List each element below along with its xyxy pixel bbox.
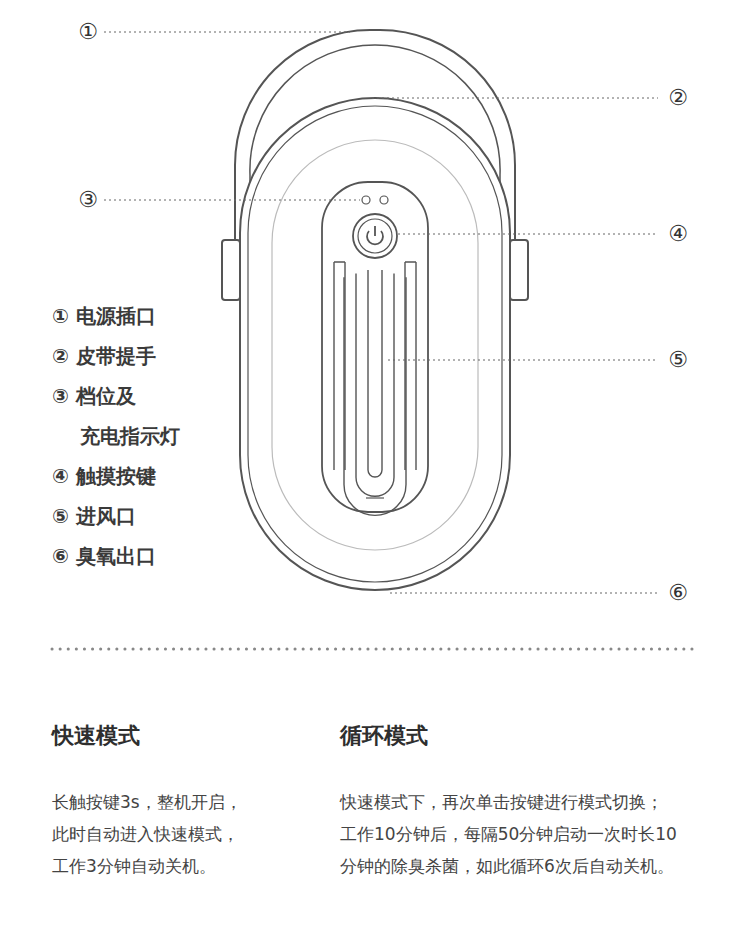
grille-slot	[368, 270, 382, 477]
mode-description: 快速模式下，再次单击按键进行模式切换； 工作10分钟后，每隔50分钟启动一次时长…	[340, 786, 712, 882]
grille-slot	[405, 262, 416, 470]
part-name: ④ 触摸按键	[52, 456, 220, 496]
touch-button-inner	[358, 219, 392, 253]
grille-slot	[356, 274, 394, 497]
air-inlet-grille	[334, 262, 416, 515]
leader-line	[388, 360, 658, 361]
control-panel	[322, 182, 428, 512]
side-knob	[510, 240, 528, 300]
leader-line	[398, 234, 658, 235]
dotted-separator	[52, 648, 692, 651]
leader-lines	[104, 32, 658, 593]
touch-button	[353, 214, 397, 258]
callout-number: ①	[76, 18, 100, 46]
mode-heading: 快速模式	[52, 722, 140, 750]
grille-slot	[344, 277, 406, 515]
grille-base	[366, 497, 384, 498]
leader-line	[390, 593, 658, 594]
callout-number: ⑥	[666, 579, 690, 607]
indicator-light	[362, 196, 370, 204]
body-face	[272, 140, 478, 550]
device-body	[240, 98, 510, 590]
body-rim	[248, 106, 502, 582]
callout-number: ③	[76, 186, 100, 214]
part-name: ③ 档位及 充电指示灯	[52, 376, 220, 456]
power-icon	[374, 226, 376, 236]
device-outline	[222, 30, 528, 590]
part-name: ⑥ 臭氧出口	[52, 536, 220, 576]
grille-slot	[334, 262, 345, 470]
mode-heading: 循环模式	[340, 722, 428, 750]
leader-line	[372, 98, 658, 99]
part-name: ⑤ 进风口	[52, 496, 220, 536]
leader-line	[104, 32, 350, 33]
side-knob	[222, 240, 240, 300]
callout-number: ④	[666, 220, 690, 248]
indicator-light	[380, 196, 388, 204]
mode-description: 长触按键3s，整机开启， 此时自动进入快速模式， 工作3分钟自动关机。	[52, 786, 302, 882]
callout-number: ②	[666, 84, 690, 112]
callout-number: ⑤	[666, 346, 690, 374]
part-name: ② 皮带提手	[52, 336, 220, 376]
leader-line	[104, 200, 360, 201]
part-name: ① 电源插口	[52, 296, 220, 336]
